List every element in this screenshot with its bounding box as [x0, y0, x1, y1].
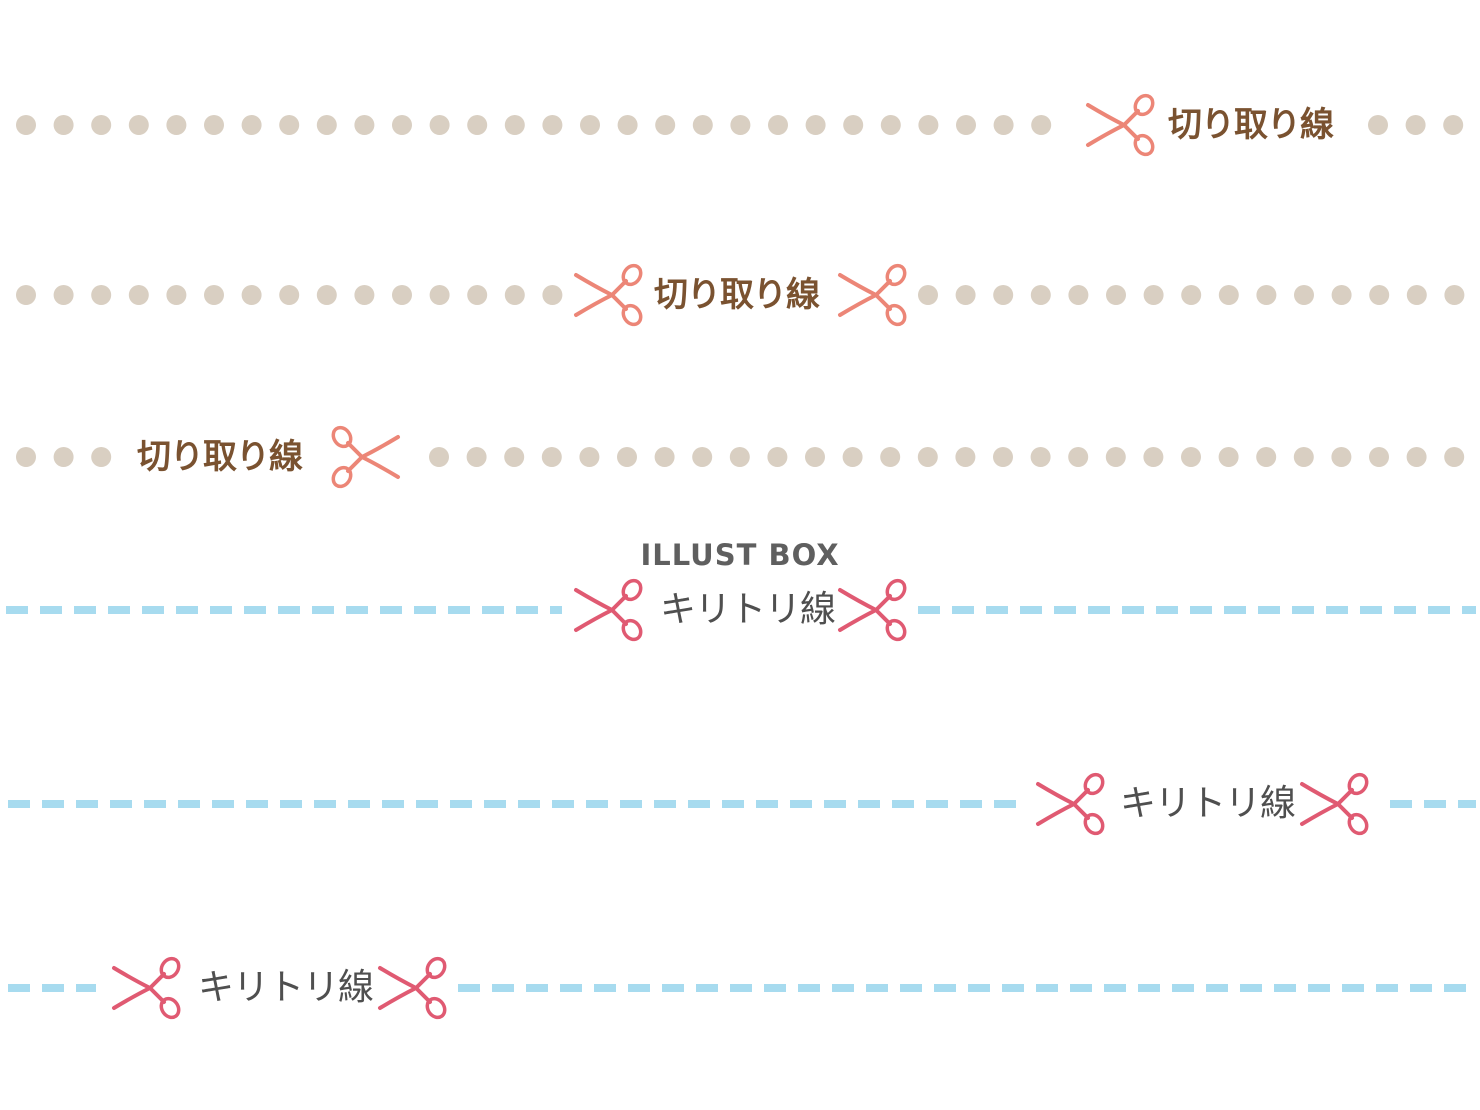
dashed-line	[8, 984, 1476, 992]
dotted-cut-line-3: 切り取り線	[0, 417, 1480, 497]
dashed-line	[8, 800, 1476, 808]
scissors-icon	[1294, 764, 1374, 844]
scissors-icon	[568, 255, 648, 335]
cut-line-label: 切り取り線	[654, 275, 820, 315]
scissors-icon	[106, 948, 186, 1028]
watermark-text: ILLUST BOX	[640, 538, 840, 572]
dashed-cut-line-1: キリトリ線	[0, 570, 1480, 650]
scissors-icon	[832, 255, 912, 335]
scissors-icon	[372, 948, 452, 1028]
scissors-icon	[832, 570, 912, 650]
dotted-cut-line-1: 切り取り線	[0, 85, 1480, 165]
scissors-icon	[1080, 85, 1160, 165]
scissors-icon	[568, 570, 648, 650]
dashed-line	[6, 606, 1476, 614]
dotted-line	[16, 115, 1465, 135]
cut-line-label: キリトリ線	[198, 967, 374, 1008]
dashed-cut-line-2: キリトリ線	[0, 764, 1480, 844]
dotted-line	[16, 447, 1465, 467]
dotted-line	[16, 285, 1465, 305]
cut-line-label: 切り取り線	[1168, 105, 1334, 145]
cut-line-label: 切り取り線	[137, 437, 303, 477]
cut-line-label: キリトリ線	[1120, 783, 1296, 824]
scissors-icon	[1030, 764, 1110, 844]
scissors-icon	[326, 417, 406, 497]
dashed-cut-line-3: キリトリ線	[0, 948, 1480, 1028]
cut-line-label: キリトリ線	[660, 589, 836, 630]
dotted-cut-line-2: 切り取り線	[0, 255, 1480, 335]
